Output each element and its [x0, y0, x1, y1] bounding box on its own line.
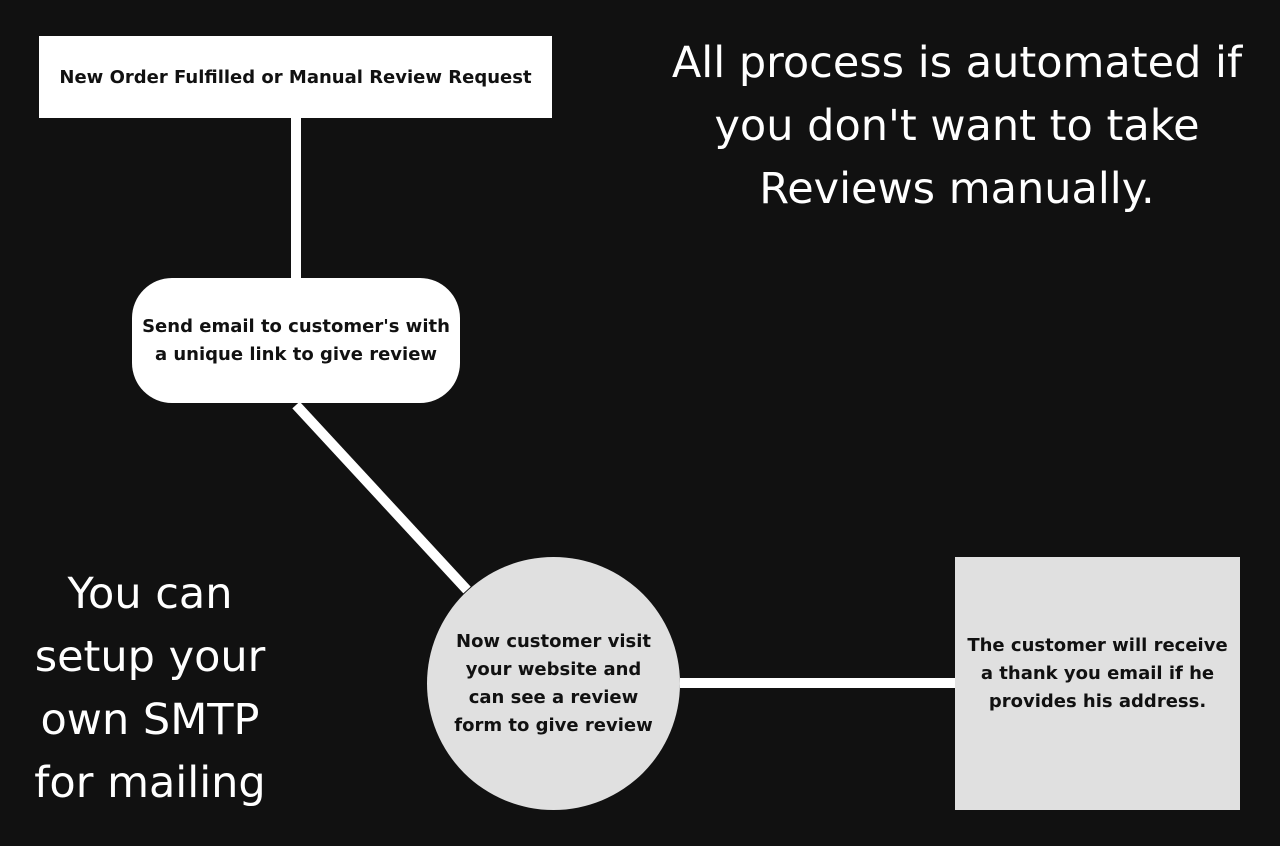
node-thank-you-email: The customer will receive a thank you em… — [955, 557, 1240, 810]
node-order-fulfilled-label: New Order Fulfilled or Manual Review Req… — [59, 66, 532, 88]
node-thank-you-email-label: The customer will receive a thank you em… — [967, 634, 1228, 712]
node-customer-visit: Now customer visit your website and can … — [427, 557, 680, 810]
node-order-fulfilled: New Order Fulfilled or Manual Review Req… — [39, 36, 552, 118]
node-send-email-label: Send email to customer's with a unique l… — [142, 315, 450, 365]
node-send-email: Send email to customer's with a unique l… — [132, 278, 460, 403]
connector-email-to-visit — [292, 401, 471, 594]
node-customer-visit-label: Now customer visit your website and can … — [454, 630, 653, 736]
caption-automated-process: All process is automated if you don't wa… — [671, 38, 1243, 214]
caption-smtp-setup: You can setup your own SMTP for mailing — [34, 569, 266, 808]
